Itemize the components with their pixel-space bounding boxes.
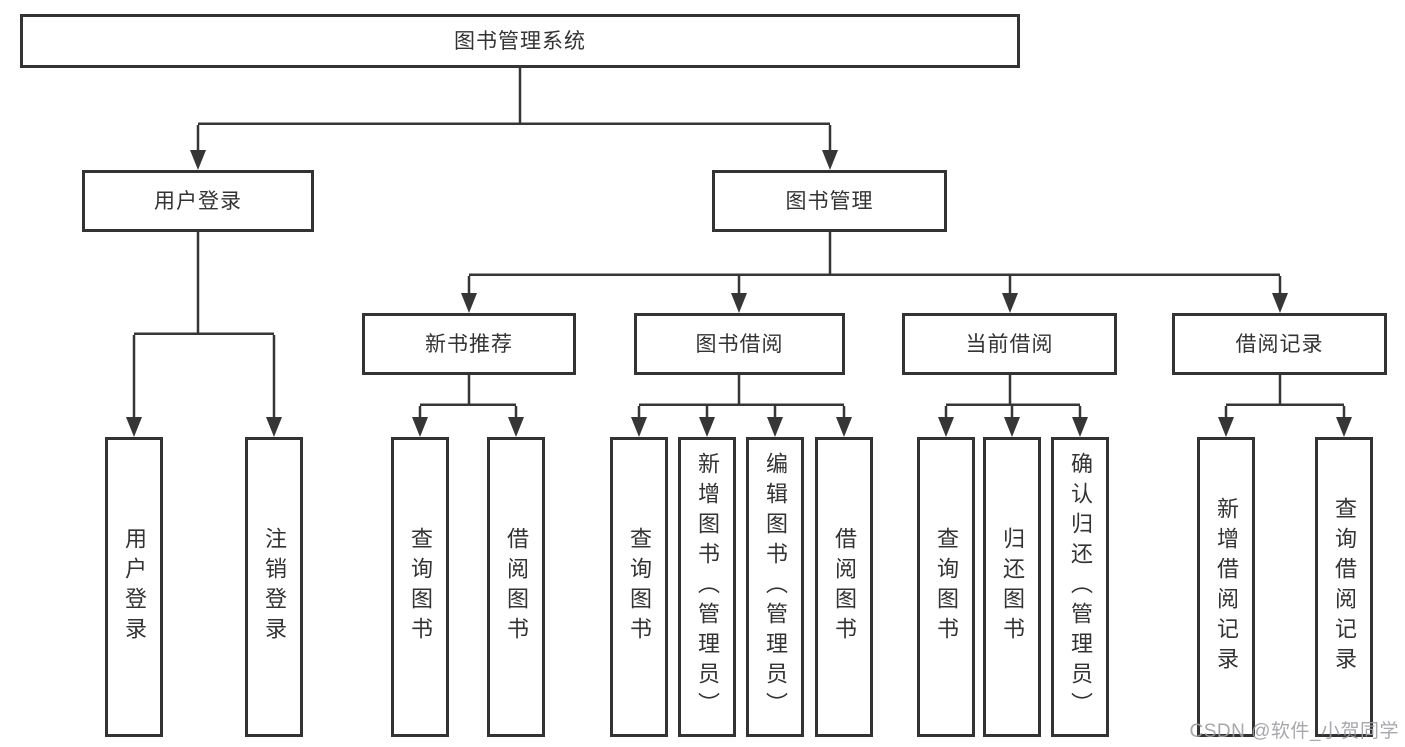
csdn-watermark: CSDN @软件_小贺同学 (1189, 721, 1399, 742)
leaf-logout: 注销登录 (245, 437, 303, 737)
leaf-query-books-recommend: 查询图书 (391, 437, 449, 737)
leaf-query-borrow-record: 查询借阅记录 (1315, 437, 1373, 737)
leaf-confirm-return-admin: 确认归还（管理员） (1051, 437, 1109, 737)
node-library-management-system: 图书管理系统 (20, 14, 1020, 68)
leaf-query-books-current: 查询图书 (917, 437, 975, 737)
node-book-borrowing: 图书借阅 (634, 313, 845, 375)
node-user-login: 用户登录 (82, 170, 314, 232)
leaf-user-login: 用户登录 (105, 437, 163, 737)
leaf-edit-books-admin: 编辑图书（管理员） (746, 437, 804, 737)
node-current-borrowing: 当前借阅 (902, 313, 1117, 375)
leaf-query-books-borrowing: 查询图书 (610, 437, 668, 737)
node-new-book-recommend: 新书推荐 (362, 313, 576, 375)
node-book-management: 图书管理 (712, 170, 947, 232)
leaf-add-borrow-record: 新增借阅记录 (1197, 437, 1255, 737)
node-borrowing-records: 借阅记录 (1172, 313, 1387, 375)
leaf-add-books-admin: 新增图书（管理员） (678, 437, 736, 737)
leaf-borrow-books-recommend: 借阅图书 (487, 437, 545, 737)
leaf-return-books: 归还图书 (983, 437, 1041, 737)
leaf-borrow-books: 借阅图书 (815, 437, 873, 737)
